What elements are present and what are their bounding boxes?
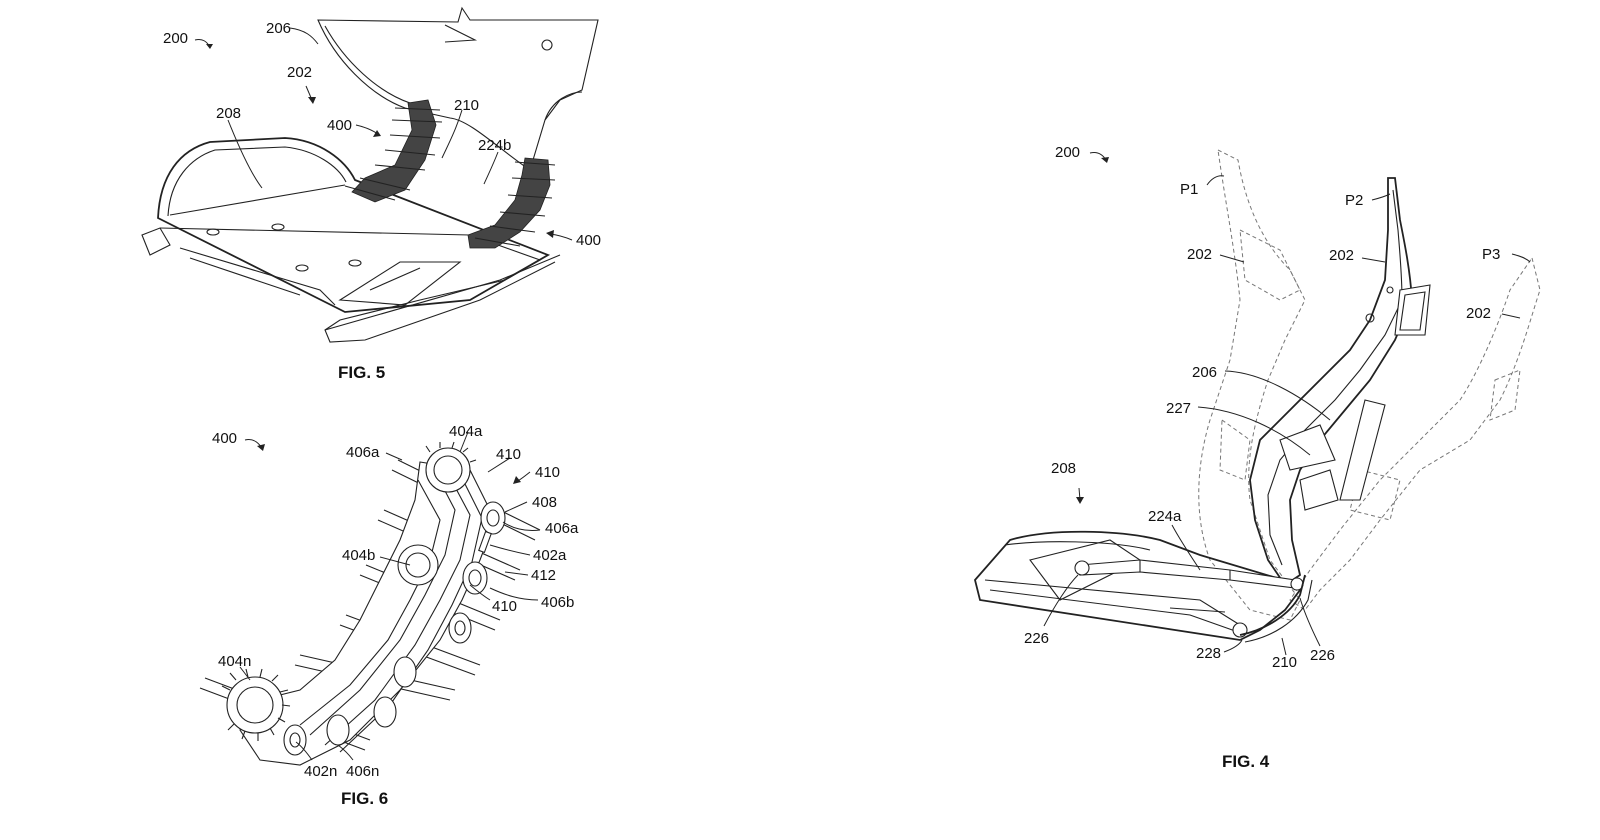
fig6-label-406n: 406n <box>346 763 379 780</box>
fig5-label-224b: 224b <box>478 137 511 154</box>
fig5-label-206: 206 <box>266 20 291 37</box>
fig5-label-202: 202 <box>287 64 312 81</box>
fig5-hinge-chain-lower <box>467 157 556 249</box>
fig4-label-226-right: 226 <box>1310 647 1335 664</box>
fig4-label-206: 206 <box>1192 364 1217 381</box>
fig5-label-210: 210 <box>454 97 479 114</box>
fig4-seat-positions-drawing <box>974 149 1541 643</box>
fig4-label-224a: 224a <box>1148 508 1182 525</box>
fig4-label-p2: P2 <box>1345 192 1363 209</box>
fig4-label-200: 200 <box>1055 144 1080 161</box>
figure-4: 200 P1 P2 P3 202 202 202 206 227 208 224… <box>974 144 1541 771</box>
fig6-label-406b: 406b <box>541 594 574 611</box>
fig5-caption: FIG. 5 <box>338 363 385 382</box>
fig4-label-202-p2: 202 <box>1329 247 1354 264</box>
fig6-gear-top <box>425 441 477 493</box>
fig6-label-404b: 404b <box>342 547 375 564</box>
fig5-label-200: 200 <box>163 30 188 47</box>
figure-5: 200 206 202 208 400 210 224b 400 FIG. 5 <box>141 6 601 382</box>
fig4-label-210: 210 <box>1272 654 1297 671</box>
fig4-label-226-left: 226 <box>1024 630 1049 647</box>
fig6-caption: FIG. 6 <box>341 789 388 808</box>
fig6-label-410-c: 410 <box>492 598 517 615</box>
fig4-label-208: 208 <box>1051 460 1076 477</box>
fig6-label-402n: 402n <box>304 763 337 780</box>
fig4-caption: FIG. 4 <box>1222 752 1270 771</box>
fig6-label-408: 408 <box>532 494 557 511</box>
fig6-label-400: 400 <box>212 430 237 447</box>
fig5-hinge-chain-upper <box>344 99 443 203</box>
fig5-seat-drawing <box>141 6 599 343</box>
fig6-hinge-chain-drawing <box>199 441 541 766</box>
fig4-label-p3: P3 <box>1482 246 1500 263</box>
fig6-label-406a-right: 406a <box>545 520 579 537</box>
fig4-label-202-p1: 202 <box>1187 246 1212 263</box>
fig6-label-404a: 404a <box>449 423 483 440</box>
figure-6: 400 404a 406a 410 410 408 406a 404b 402a… <box>199 423 579 808</box>
fig6-label-410-a: 410 <box>496 446 521 463</box>
fig4-label-202-p3: 202 <box>1466 305 1491 322</box>
fig5-label-400-upper: 400 <box>327 117 352 134</box>
fig5-label-400-lower: 400 <box>576 232 601 249</box>
fig5-label-208: 208 <box>216 105 241 122</box>
fig4-label-227: 227 <box>1166 400 1191 417</box>
fig6-label-402a: 402a <box>533 547 567 564</box>
fig4-label-228: 228 <box>1196 645 1221 662</box>
fig6-gear-404b <box>397 544 439 586</box>
fig6-gear-bottom <box>221 668 291 741</box>
fig6-label-410-b: 410 <box>535 464 560 481</box>
fig6-label-412: 412 <box>531 567 556 584</box>
fig6-label-406a-top: 406a <box>346 444 380 461</box>
fig6-label-404n: 404n <box>218 653 251 670</box>
fig4-label-p1: P1 <box>1180 181 1198 198</box>
